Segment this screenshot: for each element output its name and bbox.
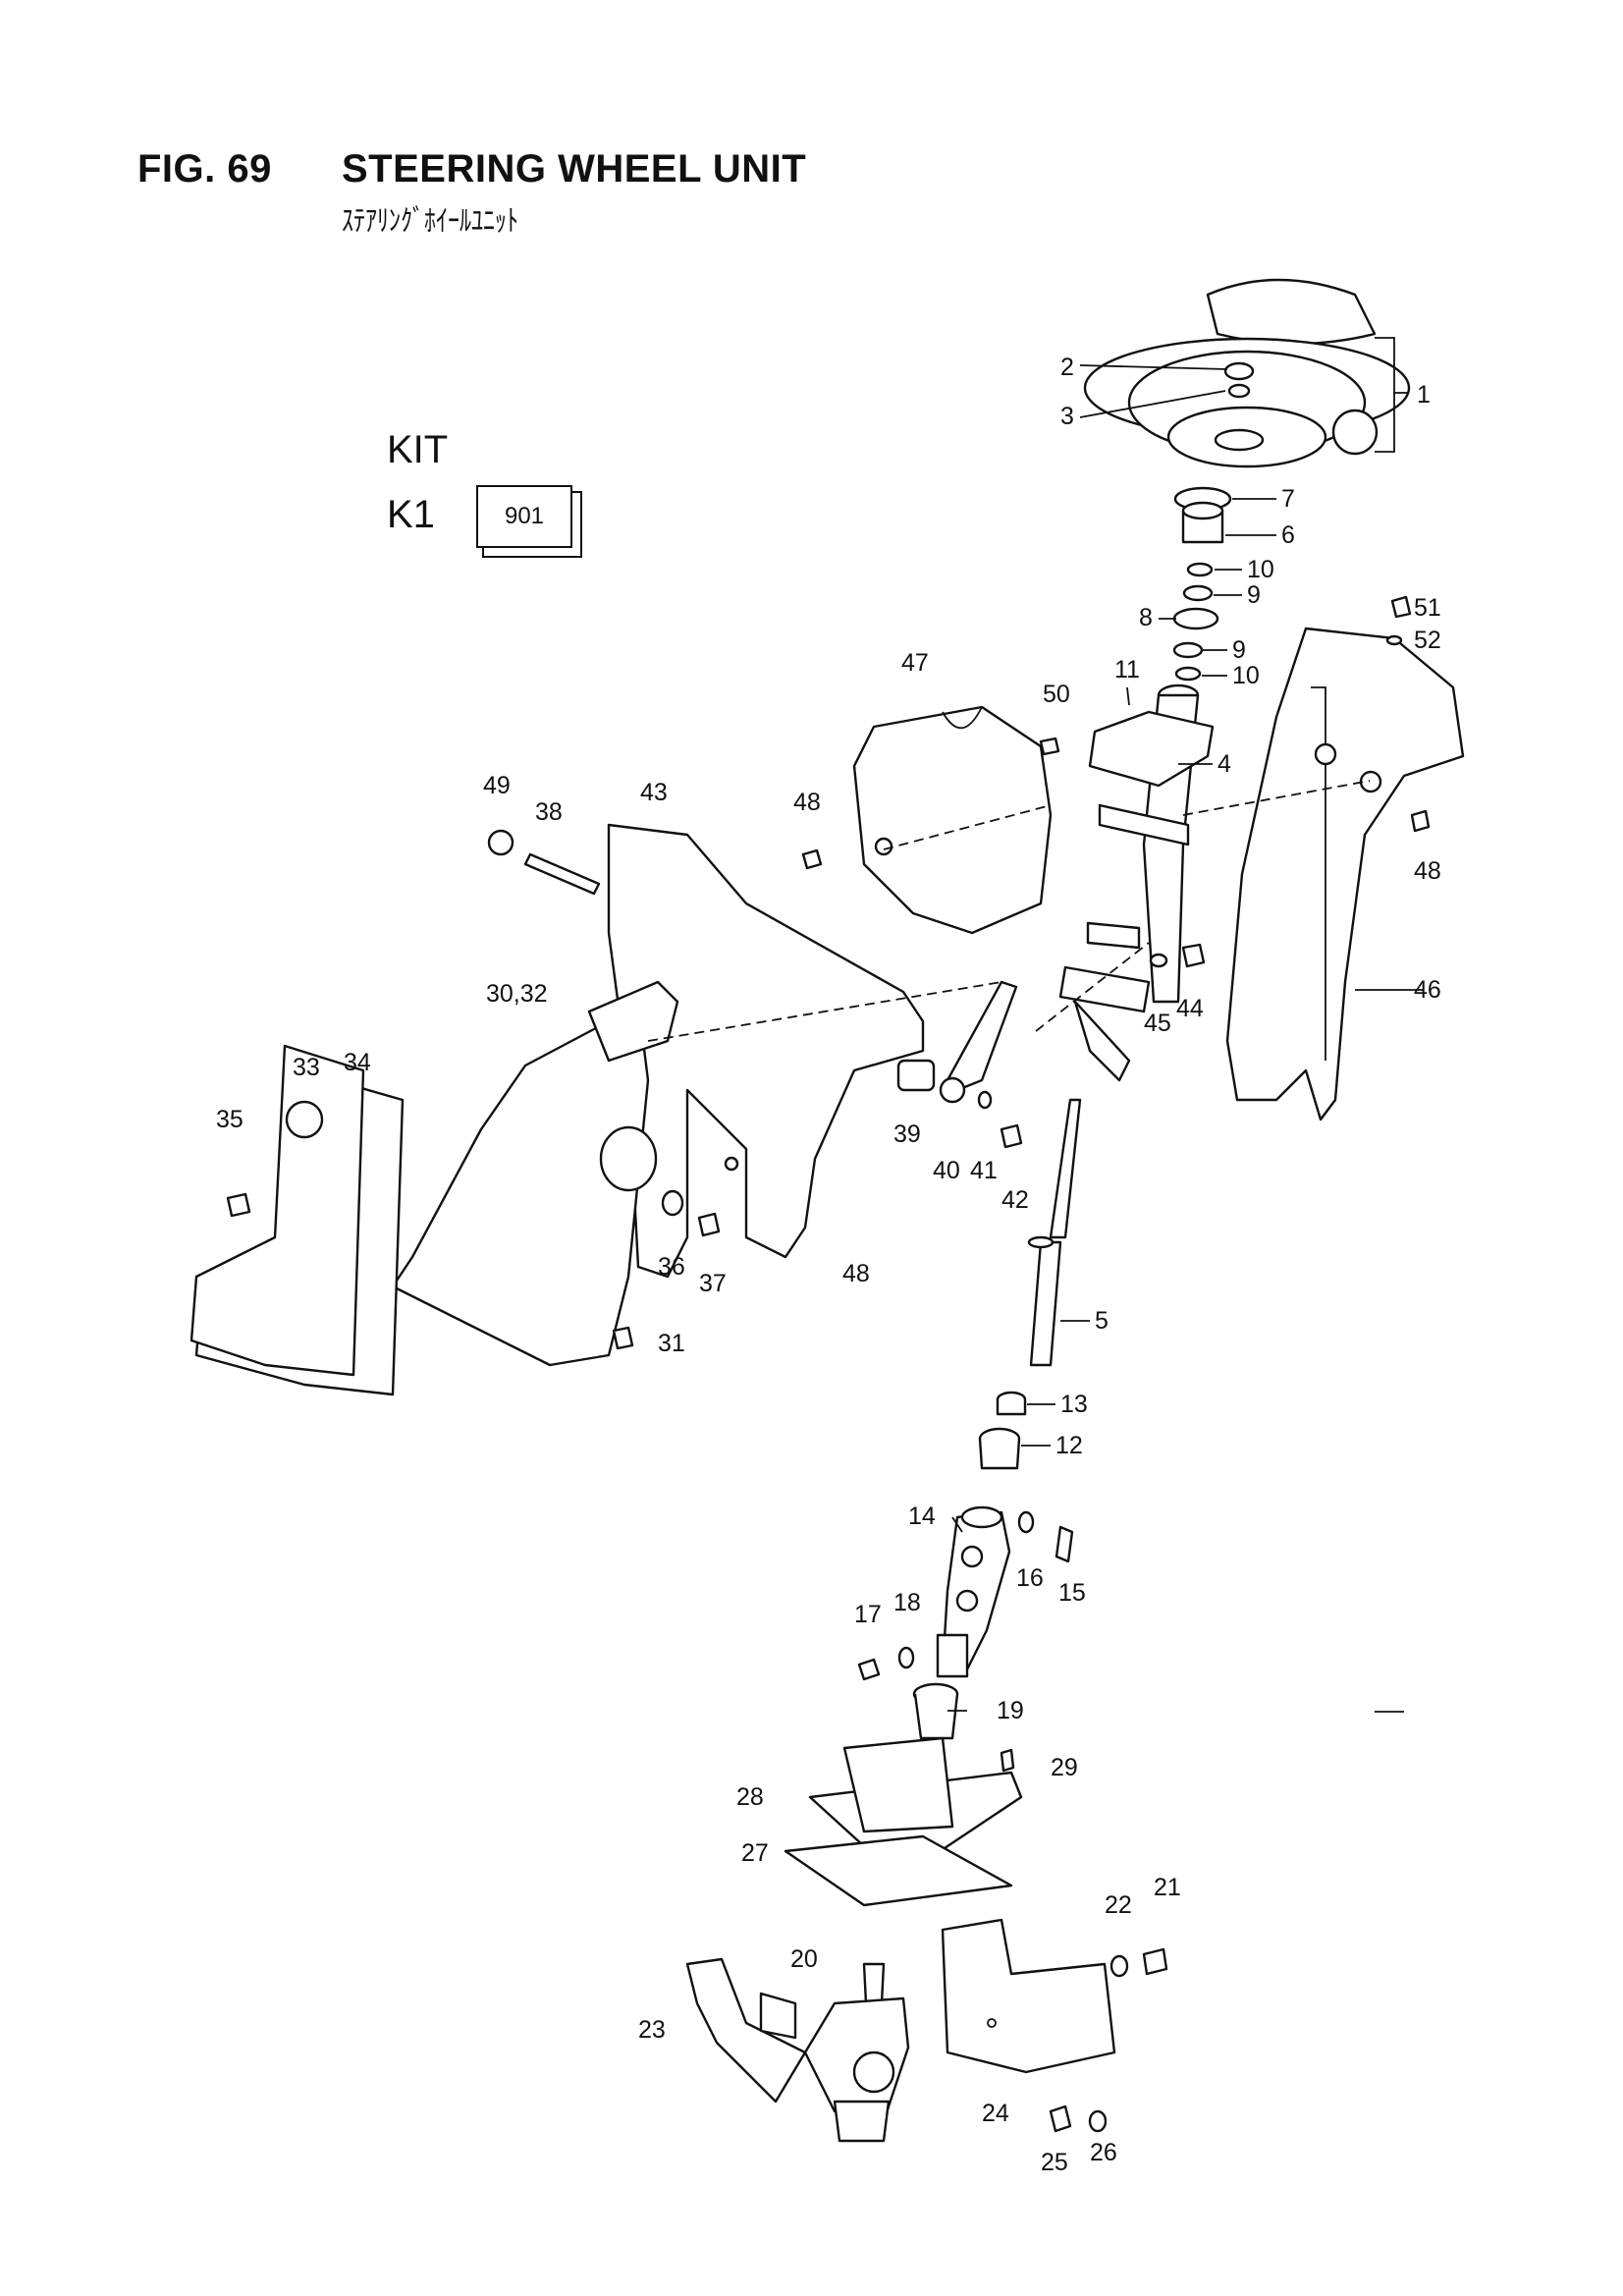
leader-lines: [947, 337, 1424, 1713]
callout-47: 47: [901, 649, 929, 677]
callout-7: 7: [1281, 485, 1295, 513]
column-side-cover: [1225, 595, 1465, 1121]
callout-31: 31: [658, 1330, 685, 1357]
callout-37: 37: [699, 1270, 727, 1297]
toe-plates: [189, 1044, 405, 1396]
callout-2: 2: [1060, 354, 1074, 381]
universal-joint: [857, 1505, 1074, 1740]
callout-18: 18: [893, 1589, 921, 1616]
callout-10b: 10: [1232, 662, 1260, 689]
steering-gear: [685, 1957, 910, 2143]
callout-28: 28: [736, 1783, 764, 1811]
callout-52: 52: [1414, 627, 1441, 654]
kit-number-box: 901: [476, 485, 572, 548]
column-upper-cover: [801, 705, 1060, 935]
callout-1: 1: [1417, 381, 1431, 409]
callout-29: 29: [1051, 1754, 1078, 1781]
callout-44: 44: [1176, 995, 1204, 1022]
callout-22: 22: [1105, 1891, 1132, 1919]
callout-48b: 48: [1414, 857, 1441, 885]
callout-20: 20: [790, 1945, 818, 1973]
figure-subtitle: ｽﾃｱﾘﾝｸﾞﾎｲｰﾙﾕﾆｯﾄ: [342, 204, 518, 239]
callout-17: 17: [854, 1601, 882, 1628]
callout-46: 46: [1414, 976, 1441, 1004]
callout-43: 43: [640, 779, 668, 806]
callout-6: 6: [1281, 521, 1295, 549]
steering-column: [1058, 683, 1215, 1082]
alignment-lines: [647, 780, 1371, 1042]
callout-9b: 9: [1232, 636, 1246, 664]
callout-12: 12: [1055, 1432, 1083, 1459]
callout-24: 24: [982, 2100, 1009, 2127]
pedal-bracket: [391, 980, 721, 1367]
kit-label: KIT: [387, 428, 449, 471]
callout-49: 49: [483, 772, 511, 799]
callout-19: 19: [997, 1697, 1024, 1724]
callout-23: 23: [638, 2016, 666, 2044]
dashboard-housing: [487, 823, 925, 1279]
callout-48a: 48: [793, 789, 821, 816]
callout-34: 34: [344, 1049, 371, 1076]
callout-48c: 48: [842, 1260, 870, 1287]
kit-code: K1: [387, 493, 435, 536]
callout-labels: 1 2 3 4 5 6 7 8 9 9 10 10 11 12 13 14 15…: [216, 354, 1441, 2176]
callout-38: 38: [535, 798, 563, 826]
callout-33: 33: [293, 1054, 320, 1081]
callout-5: 5: [1095, 1307, 1109, 1335]
callout-8: 8: [1139, 604, 1153, 631]
callout-45: 45: [1144, 1010, 1171, 1037]
callout-25: 25: [1041, 2149, 1068, 2176]
callout-9a: 9: [1247, 581, 1261, 609]
figure-name: STEERING WHEEL UNIT: [342, 147, 807, 191]
steering-shaft: [978, 1098, 1082, 1470]
callout-35: 35: [216, 1106, 243, 1133]
callout-15: 15: [1058, 1579, 1086, 1607]
callout-11: 11: [1114, 656, 1140, 683]
steering-wheel: [1083, 278, 1411, 468]
figure-title: FIG. 69 STEERING WHEEL UNIT: [137, 147, 806, 191]
callout-36: 36: [658, 1253, 685, 1281]
callout-39: 39: [893, 1121, 921, 1148]
callout-41: 41: [970, 1157, 998, 1184]
callout-4: 4: [1217, 750, 1231, 778]
callout-42: 42: [1001, 1186, 1029, 1214]
callout-26: 26: [1090, 2139, 1117, 2166]
callout-3: 3: [1060, 403, 1074, 430]
callout-10a: 10: [1247, 556, 1274, 583]
column-bearing-stack: [1172, 486, 1232, 682]
callout-51: 51: [1414, 594, 1441, 622]
gear-bracket: [941, 1918, 1168, 2133]
callout-16: 16: [1016, 1564, 1044, 1592]
column-base-plates: [784, 1736, 1023, 1907]
callout-27: 27: [741, 1839, 769, 1867]
callout-30-32: 30,32: [486, 980, 548, 1008]
callout-40: 40: [933, 1157, 960, 1184]
callout-13: 13: [1060, 1391, 1088, 1418]
figure-number: FIG. 69: [137, 147, 272, 191]
callout-14: 14: [908, 1503, 936, 1530]
control-levers: [896, 943, 1206, 1149]
callout-21: 21: [1154, 1874, 1181, 1901]
callout-50: 50: [1043, 681, 1070, 708]
